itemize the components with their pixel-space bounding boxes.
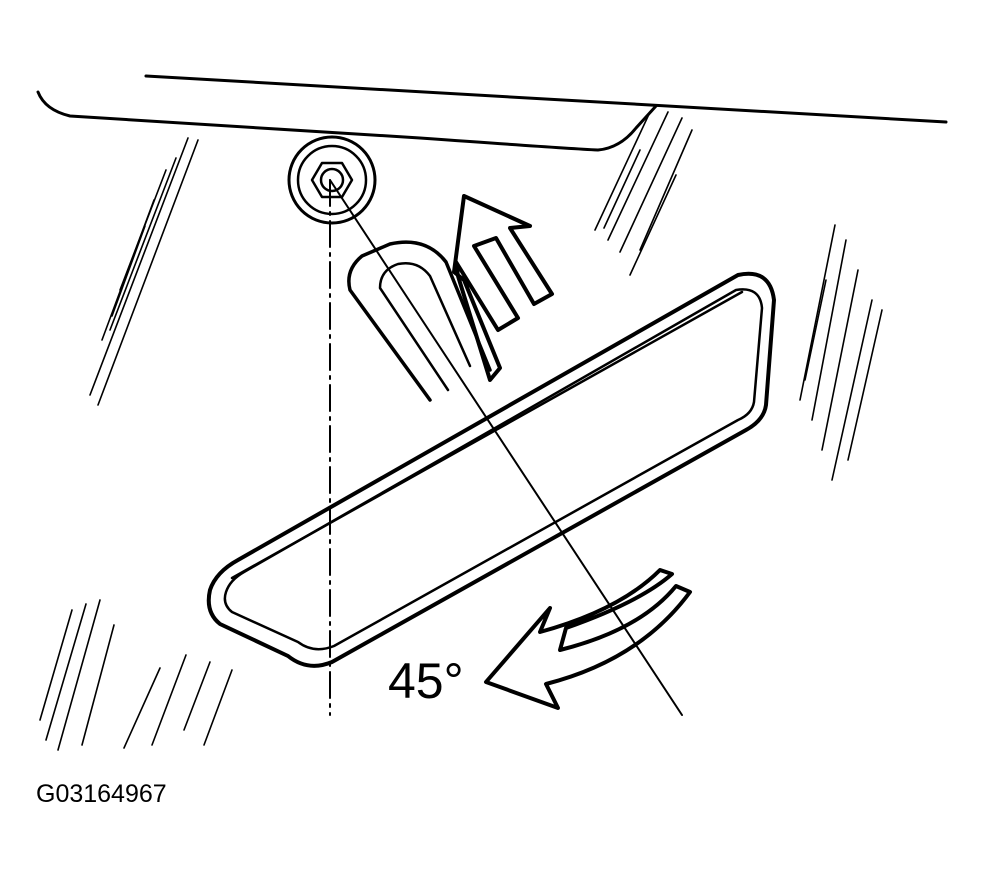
headliner-edge <box>36 74 948 152</box>
push-up-arrow-icon <box>452 194 554 382</box>
rotate-arrow-icon <box>484 568 692 710</box>
rear-view-mirror <box>206 271 776 668</box>
figure-id: G03164967 <box>36 780 167 808</box>
mounting-bolt <box>287 135 377 225</box>
mirror-arm <box>347 240 492 402</box>
glass-hatching <box>39 111 883 751</box>
angle-label: 45° <box>388 653 464 709</box>
